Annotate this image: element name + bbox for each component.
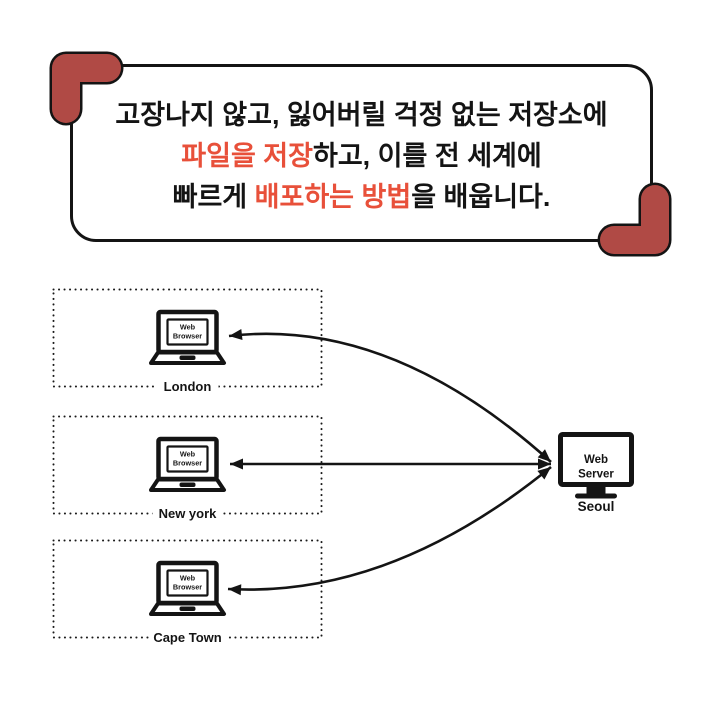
callout-line3-start-text: 빠르게 bbox=[172, 181, 255, 212]
quote-elbow-ornament-bottom-right-icon bbox=[597, 182, 672, 257]
london-label-backdrop bbox=[156, 379, 219, 394]
client-region-cape-town: Web Browser Cape Town bbox=[52, 539, 323, 645]
arrow-server-cape-town bbox=[227, 465, 552, 596]
monitor-icon: Web Server bbox=[558, 432, 634, 499]
new-york-label: New york bbox=[159, 506, 218, 521]
callout-line-2: 파일을 저장하고, 이를 전 세계에 bbox=[181, 136, 541, 177]
client-region-new-york: Web Browser New york bbox=[52, 415, 323, 521]
callout-line3-accent-text: 배포하는 방법 bbox=[254, 181, 412, 212]
laptop-icon: Web Browser bbox=[149, 560, 226, 616]
arrow-server-london bbox=[228, 329, 552, 463]
arrowhead-to-cape-town-icon bbox=[228, 584, 242, 596]
callout-line1-text: 고장나지 않고, 잃어버릴 걱정 없는 저장소에 bbox=[115, 99, 608, 130]
laptop-screen-label-line2: Browser bbox=[173, 332, 202, 341]
callout-line3-end-text: 을 배웁니다. bbox=[411, 181, 551, 212]
cape-town-label: Cape Town bbox=[153, 630, 221, 645]
client-region-london: Web Browser London bbox=[52, 288, 323, 394]
laptop-screen-label-line1: Web bbox=[180, 450, 196, 459]
cape-town-label-backdrop bbox=[148, 630, 227, 645]
laptop-screen-label-line1: Web bbox=[180, 574, 196, 583]
new-york-dotted-region bbox=[52, 415, 323, 515]
london-dotted-region bbox=[52, 288, 323, 388]
arrowhead-to-server-icon bbox=[538, 458, 551, 470]
server-region-seoul: Web Server Seoul bbox=[558, 432, 634, 514]
london-label: London bbox=[164, 379, 212, 394]
laptop-icon: Web Browser bbox=[149, 436, 226, 492]
callout-line2-rest-text: 하고, 이를 전 세계에 bbox=[312, 140, 542, 171]
callout-line-1: 고장나지 않고, 잃어버릴 걱정 없는 저장소에 bbox=[115, 95, 607, 136]
quote-elbow-ornament-top-left-icon bbox=[49, 51, 124, 126]
server-screen-label-line2: Server bbox=[578, 469, 614, 481]
callout-box: 고장나지 않고, 잃어버릴 걱정 없는 저장소에 파일을 저장하고, 이를 전 … bbox=[70, 64, 653, 242]
arrow-server-new-york bbox=[230, 458, 551, 470]
laptop-icon: Web Browser bbox=[149, 309, 226, 365]
arrowhead-to-server-icon bbox=[537, 467, 551, 480]
callout-line-3: 빠르게 배포하는 방법을 배웁니다. bbox=[173, 177, 551, 218]
cape-town-dotted-region bbox=[52, 539, 323, 639]
server-screen-label-line1: Web bbox=[584, 454, 608, 466]
arrowhead-to-new-york-icon bbox=[230, 458, 243, 470]
laptop-screen-label-line2: Browser bbox=[173, 583, 202, 592]
arrowhead-to-london-icon bbox=[229, 329, 243, 340]
laptop-screen-label-line2: Browser bbox=[173, 459, 202, 468]
callout-line2-accent-text: 파일을 저장 bbox=[181, 140, 313, 171]
seoul-label: Seoul bbox=[578, 499, 615, 514]
arrowhead-to-server-icon bbox=[537, 449, 551, 462]
new-york-label-backdrop bbox=[152, 506, 223, 521]
laptop-screen-label-line1: Web bbox=[180, 323, 196, 332]
